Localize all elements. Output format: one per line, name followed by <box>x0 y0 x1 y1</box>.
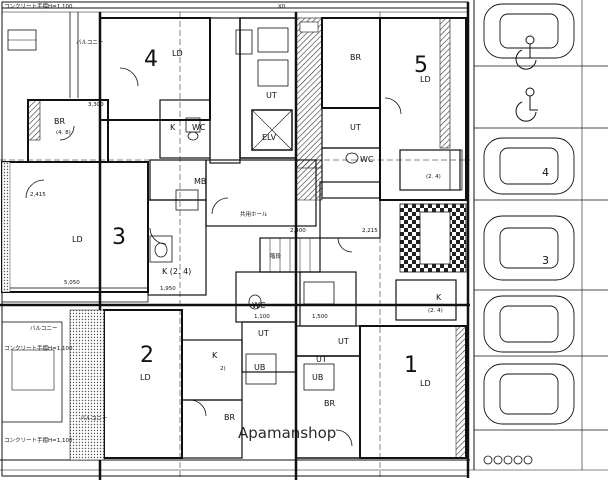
parked-car <box>483 295 575 353</box>
parked-car <box>483 137 575 195</box>
room-k-3: K (2. 4) <box>162 267 191 276</box>
unit-4-number: 4 <box>144 47 158 72</box>
unit-3-number: 3 <box>112 225 126 250</box>
unit-2-number: 2 <box>140 343 154 368</box>
dimension-label: 1,100 <box>254 314 270 320</box>
dimension-label: コンクリート手摺H=1,100 <box>4 436 73 444</box>
grid-marker: X0 <box>278 4 286 10</box>
room-br-top: BR <box>350 53 361 62</box>
room-wc-5: WC <box>360 155 374 164</box>
dimension-label: 5,050 <box>64 280 80 286</box>
core <box>239 17 323 169</box>
dimension-labels: 3,300 2,415 5,050 2,215 2,400 1,950 1,50… <box>4 2 378 444</box>
room-br-2: BR <box>224 413 235 422</box>
unit-3-ld: LD <box>72 235 83 244</box>
unit-2 <box>1 309 297 461</box>
dimension-label: 1,950 <box>160 286 176 292</box>
room-ub-2: UB <box>254 363 265 372</box>
parking-number-3: 3 <box>542 254 549 267</box>
parked-car <box>483 215 575 281</box>
room-labels: BR BR (4. 8) K WC MB UT ELV UT WC (2. 4)… <box>30 39 549 422</box>
unit-5-ld: LD <box>420 75 431 84</box>
dimension-label: 2,215 <box>362 228 378 234</box>
room-ut-1: UT <box>316 355 327 364</box>
room-k-2-size: 2) <box>220 366 226 372</box>
balcony-top-label: バルコニー <box>76 39 103 46</box>
parked-car <box>483 3 575 59</box>
room-br-4-size: (4. 8) <box>56 130 71 136</box>
parking-number-4: 4 <box>542 166 549 179</box>
room-k-2: K <box>212 351 218 360</box>
room-k-4: K <box>170 123 176 132</box>
common-hall <box>205 159 467 273</box>
unit-2-ld: LD <box>140 373 151 382</box>
dimension-label: コンクリート手摺H=1,100 <box>4 344 73 352</box>
balcony-side-label: バルコニー <box>80 415 107 422</box>
unit-1 <box>295 325 467 459</box>
balcony-3-label: バルコニー <box>30 325 57 332</box>
unit-1-ld: LD <box>420 379 431 388</box>
accessible-sign <box>515 35 538 122</box>
common-hall-label: 共用ホール <box>240 210 268 218</box>
dimension-label: 3,300 <box>88 102 104 108</box>
room-ut-mid: UT <box>338 337 349 346</box>
room-ut: UT <box>266 91 277 100</box>
watermark: Apamanshop <box>238 424 336 442</box>
room-ub-1: UB <box>312 373 323 382</box>
room-mb: MB <box>194 177 206 186</box>
room-k-1-size: (2. 4) <box>428 308 443 314</box>
room-ut-5: UT <box>350 123 361 132</box>
room-br-1: BR <box>324 399 335 408</box>
bicycle-rack <box>483 455 533 465</box>
dimension-label: 2,400 <box>290 228 306 234</box>
parking-area <box>473 0 608 470</box>
unit-1-number: 1 <box>404 353 418 378</box>
room-br-4: BR <box>54 117 65 126</box>
unit-5-number: 5 <box>414 53 428 78</box>
unit-4-ld: LD <box>172 49 183 58</box>
stair-label: 階段 <box>270 252 282 260</box>
dimension-label: 1,500 <box>312 314 328 320</box>
room-k-1: K <box>436 293 442 302</box>
room-wc-mid: WC <box>252 301 266 310</box>
unit-4 <box>7 12 253 164</box>
room-wc-4: WC <box>192 123 206 132</box>
dimension-label: 2,415 <box>30 192 46 198</box>
unit-5 <box>321 17 467 201</box>
room-elv: ELV <box>262 133 277 142</box>
room-ut-2: UT <box>258 329 269 338</box>
unit-labels: 4 LD 5 LD 3 LD 2 LD 1 LD <box>72 47 431 388</box>
dimension-label: コンクリート手摺H=1,100 <box>4 2 73 10</box>
unit-3 <box>1 159 207 303</box>
room-k-5: (2. 4) <box>426 174 441 180</box>
parked-car <box>483 363 575 425</box>
